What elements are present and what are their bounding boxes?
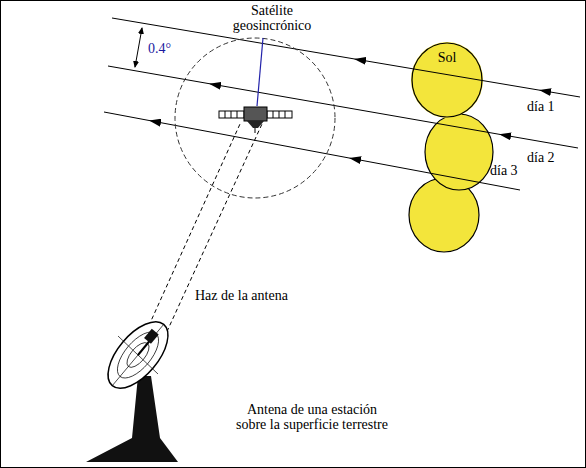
- leader-line: [257, 38, 263, 106]
- day-label: día 2: [527, 150, 555, 165]
- day-label: día 1: [527, 99, 555, 114]
- ground-antenna: [86, 312, 179, 462]
- beam-label: Haz de la antena: [195, 288, 288, 303]
- node-text: Sol: [411, 50, 483, 66]
- beam-circle: [175, 38, 335, 198]
- satellite-label: Satélite geosincrónico: [222, 3, 322, 33]
- sun-day1-fill: [411, 42, 483, 118]
- sun-line-3: [104, 112, 520, 190]
- sun-circle: Sol: [411, 42, 483, 118]
- satellite-icon: [219, 107, 292, 133]
- angle-arrow: [135, 28, 142, 67]
- station-label: Antena de una estación sobre la superfic…: [233, 402, 391, 432]
- beam-line-right: [164, 124, 262, 338]
- angle-label: 0.4°: [148, 41, 171, 56]
- sun-line-2: [108, 66, 578, 148]
- day-label: día 3: [490, 163, 518, 178]
